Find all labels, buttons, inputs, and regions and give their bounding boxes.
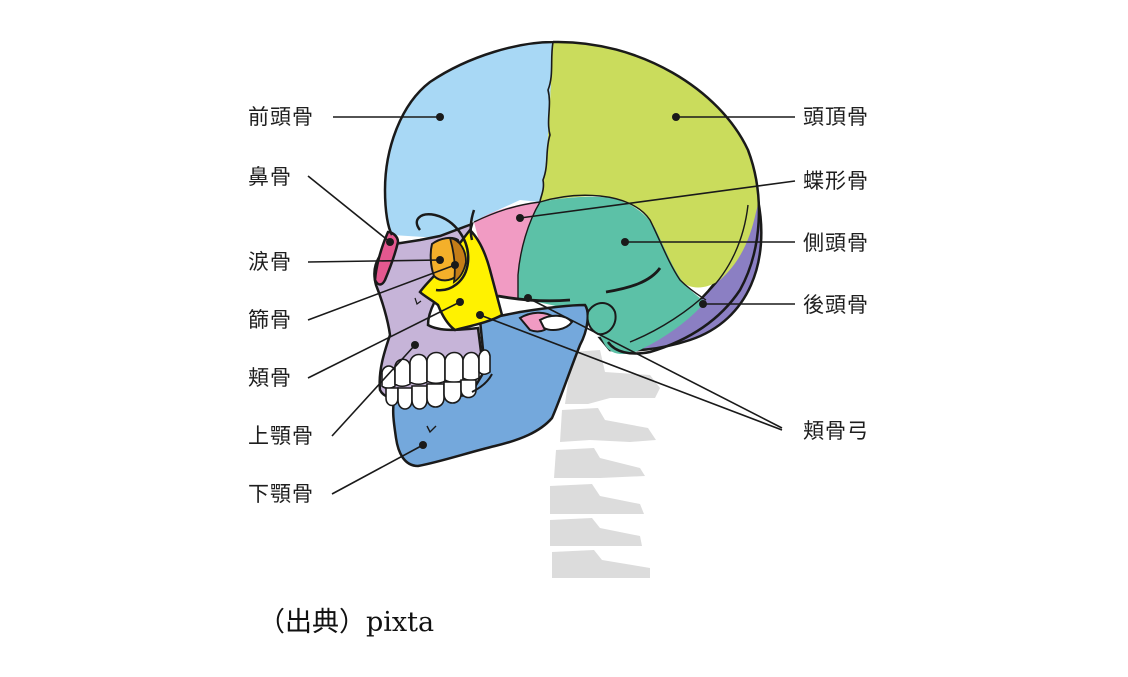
label-nasal-bone: 鼻骨: [248, 165, 292, 189]
ethmoid-bone: [448, 236, 467, 284]
label-lacrimal-bone: 涙骨: [248, 250, 292, 274]
squamous-suture: [539, 194, 707, 301]
label-maxilla: 上顎骨: [248, 424, 314, 448]
frontal-bone: [385, 42, 553, 238]
sphenoid-suture: [473, 201, 542, 298]
source-credit: （出典）pixta: [258, 600, 434, 639]
leader-dots: [386, 113, 707, 449]
cervical-spine: [550, 350, 660, 578]
credit-source: pixta: [366, 607, 435, 638]
parietal-bone: [540, 41, 759, 288]
coronal-suture: [539, 41, 554, 203]
lower-teeth: [385, 379, 477, 410]
credit-prefix: （出典）: [258, 607, 366, 638]
mandible-bone: [391, 303, 589, 468]
leader-lines: [307, 116, 796, 495]
label-ethmoid-bone: 篩骨: [248, 308, 292, 332]
label-temporal-bone: 側頭骨: [803, 231, 869, 255]
label-zygomatic-bone: 頬骨: [248, 366, 292, 390]
label-zygomatic-arch: 頬骨弓: [803, 419, 869, 443]
label-occipital-bone: 後頭骨: [803, 293, 869, 317]
label-sphenoid-bone: 蝶形骨: [803, 169, 869, 193]
label-frontal-bone: 前頭骨: [248, 105, 314, 129]
lambdoid-suture: [629, 204, 749, 343]
label-parietal-bone: 頭頂骨: [803, 105, 869, 129]
upper-teeth: [381, 349, 491, 390]
label-mandible: 下顎骨: [248, 482, 314, 506]
orbit-outline: [415, 213, 470, 292]
skull-outline: [383, 40, 761, 355]
